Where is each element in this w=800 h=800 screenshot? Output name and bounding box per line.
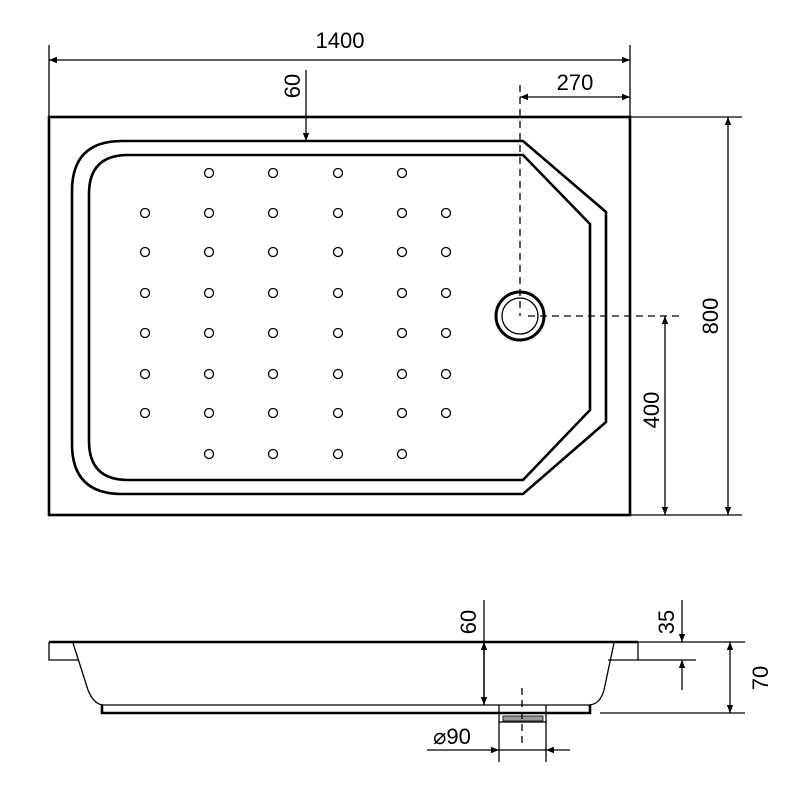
basin-profile <box>72 642 615 706</box>
anti-slip-dot <box>267 448 279 460</box>
anti-slip-dot <box>139 368 151 380</box>
anti-slip-dot <box>267 167 279 179</box>
anti-slip-dot <box>139 327 151 339</box>
plan-view: 1400 60 270 800 400 <box>47 28 742 517</box>
anti-slip-dot <box>332 287 344 299</box>
basin-base <box>100 705 592 715</box>
anti-slip-dot <box>440 407 452 419</box>
basin-inner-contour <box>87 153 592 482</box>
anti-slip-dot <box>440 368 452 380</box>
anti-slip-dot <box>396 327 408 339</box>
width-dimension: 1400 <box>316 28 365 53</box>
anti-slip-dot <box>440 207 452 219</box>
anti-slip-dot <box>440 246 452 258</box>
anti-slip-dot <box>203 287 215 299</box>
anti-slip-dot <box>267 407 279 419</box>
anti-slip-dot <box>440 327 452 339</box>
anti-slip-dot <box>440 287 452 299</box>
anti-slip-dot <box>267 207 279 219</box>
anti-slip-dot <box>267 287 279 299</box>
drain-diameter-dimension: ⌀90 <box>433 724 471 749</box>
anti-slip-dot <box>139 287 151 299</box>
anti-slip-dot <box>332 448 344 460</box>
anti-slip-dot <box>203 448 215 460</box>
total-height-dimension: 70 <box>748 666 773 690</box>
inner-depth-dimension: 60 <box>456 610 481 634</box>
anti-slip-dot <box>267 368 279 380</box>
drain-offset-y-dimension: 400 <box>639 392 664 429</box>
section-view: 60 35 70 ⌀90 <box>48 600 773 762</box>
anti-slip-dot <box>203 368 215 380</box>
drain-offset-x-dimension: 270 <box>557 70 594 95</box>
anti-slip-dot <box>203 246 215 258</box>
anti-slip-dot <box>267 327 279 339</box>
anti-slip-dot <box>396 287 408 299</box>
anti-slip-dot <box>203 327 215 339</box>
anti-slip-dot <box>332 167 344 179</box>
rim-dimension: 60 <box>280 74 305 98</box>
anti-slip-dot <box>396 368 408 380</box>
depth-dimension: 800 <box>698 298 723 335</box>
anti-slip-dot <box>332 207 344 219</box>
anti-slip-dot <box>332 407 344 419</box>
anti-slip-dot <box>332 368 344 380</box>
anti-slip-dot <box>396 448 408 460</box>
anti-slip-dot <box>396 246 408 258</box>
anti-slip-dot <box>396 407 408 419</box>
anti-slip-dot <box>139 246 151 258</box>
drain-inner <box>501 297 539 335</box>
anti-slip-dot <box>396 167 408 179</box>
flange-dimension: 35 <box>654 610 679 634</box>
anti-slip-dot <box>139 207 151 219</box>
anti-slip-dot <box>139 407 151 419</box>
anti-slip-dot <box>267 246 279 258</box>
anti-slip-dots <box>139 167 452 460</box>
anti-slip-dot <box>396 207 408 219</box>
anti-slip-dot <box>332 327 344 339</box>
anti-slip-dot <box>203 167 215 179</box>
anti-slip-dot <box>332 246 344 258</box>
anti-slip-dot <box>203 407 215 419</box>
anti-slip-dot <box>203 207 215 219</box>
basin-outer-contour <box>70 139 608 496</box>
drain-outlet <box>498 705 547 723</box>
